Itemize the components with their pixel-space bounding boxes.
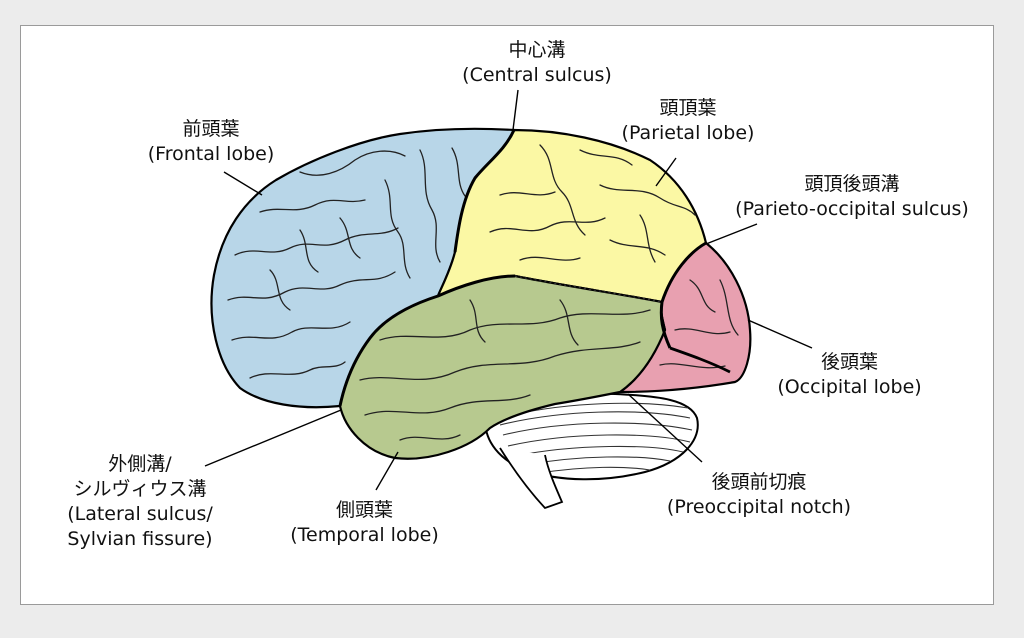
temporal-lobe-label: 側頭葉 (Temporal lobe)	[272, 498, 457, 548]
parietal-lobe-label: 頭頂葉 (Parietal lobe)	[598, 96, 778, 146]
parieto-occipital-sulcus-jp: 頭頂後頭溝	[804, 173, 900, 195]
occipital-lobe-en: (Occipital lobe)	[777, 376, 922, 398]
occipital-gyri	[659, 279, 739, 369]
central-sulcus-label: 中心溝 (Central sulcus)	[452, 38, 622, 88]
frontal-lobe-en: (Frontal lobe)	[147, 143, 275, 165]
parietal-lobe-en: (Parietal lobe)	[621, 122, 755, 144]
parietal-lobe-jp: 頭頂葉	[659, 97, 717, 119]
temporal-lobe-leader	[375, 451, 399, 491]
preoccipital-notch-leader	[627, 393, 703, 463]
frontal-lobe-label: 前頭葉 (Frontal lobe)	[126, 117, 296, 167]
occipital-sulcus	[669, 346, 731, 374]
preoccipital-notch-jp: 後頭前切痕	[711, 471, 807, 493]
parieto-occipital-sulcus-label: 頭頂後頭溝 (Parieto-occipital sulcus)	[712, 172, 992, 222]
preoccipital-notch-en: (Preoccipital notch)	[666, 496, 852, 518]
temporal-lobe-jp: 側頭葉	[335, 499, 393, 521]
occipital-lobe-leader	[747, 319, 813, 349]
parietal-gyri	[489, 144, 696, 263]
temporal-gyri	[359, 299, 651, 441]
occipital-lobe-jp: 後頭葉	[820, 351, 878, 373]
lateral-sulcus-en2: Sylvian fissure)	[67, 528, 213, 550]
lateral-sulcus-label: 外側溝/ シルヴィウス溝 (Lateral sulcus/ Sylvian fi…	[40, 452, 240, 552]
parieto-occipital-sulcus-line	[659, 241, 707, 349]
parietal-lobe-leader	[655, 157, 677, 187]
lateral-sulcus-line	[338, 274, 516, 407]
frontal-lobe-leader	[223, 171, 263, 196]
lateral-sulcus-jp2: シルヴィウス溝	[73, 478, 207, 500]
parieto-occipital-sulcus-en: (Parieto-occipital sulcus)	[735, 198, 969, 220]
dotted-boundary	[514, 275, 663, 303]
central-sulcus-jp: 中心溝	[508, 39, 566, 61]
lateral-sulcus-en1: (Lateral sulcus/	[67, 503, 213, 525]
frontal-lobe-jp: 前頭葉	[182, 118, 240, 140]
central-sulcus-leader	[512, 89, 519, 131]
lateral-sulcus-jp1: 外側溝/	[108, 453, 172, 475]
preoccipital-notch-label: 後頭前切痕 (Preoccipital notch)	[644, 470, 874, 520]
temporal-lobe-en: (Temporal lobe)	[290, 524, 439, 546]
parieto-occipital-leader	[705, 223, 758, 245]
lateral-sulcus-leader	[204, 409, 342, 467]
frontal-gyri	[227, 147, 466, 379]
central-sulcus-en: (Central sulcus)	[462, 64, 612, 86]
occipital-lobe-label: 後頭葉 (Occipital lobe)	[762, 350, 937, 400]
central-sulcus	[453, 129, 516, 253]
brainstem	[499, 447, 564, 510]
